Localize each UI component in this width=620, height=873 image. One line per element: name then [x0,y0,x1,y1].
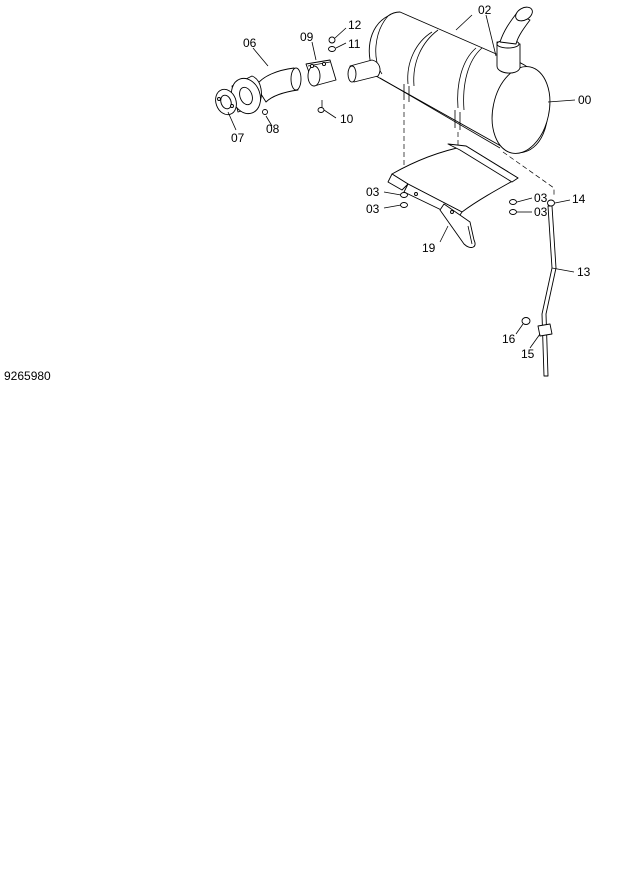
tailpipe [496,6,533,74]
muffler-inlet [347,59,381,83]
label-03-left-upper: 03 [366,185,380,199]
label-09: 09 [300,30,314,44]
clamp [305,59,337,87]
alignment-lines [403,104,555,196]
label-00: 00 [578,93,592,107]
nut-03-right-lower [509,209,517,215]
nut-12 [328,36,336,44]
leader-lines [227,14,576,349]
label-08: 08 [266,122,280,136]
label-03-right-lower: 03 [534,205,548,219]
label-03-left-lower: 03 [366,202,380,216]
rod-clamp [537,323,553,337]
label-19: 19 [422,241,436,255]
label-10: 10 [340,112,354,126]
label-13: 13 [577,265,591,279]
bolt-10 [317,100,325,113]
washer-11 [328,46,336,52]
label-11: 11 [348,37,361,51]
nut-03-left-lower [400,202,408,208]
nut-03-right-upper [509,199,517,205]
label-03-right-upper: 03 [534,191,548,205]
part-labels: 02 00 06 07 08 09 10 11 12 03 03 03 03 1… [4,3,592,383]
nut-14 [547,199,555,207]
label-14: 14 [572,192,586,206]
label-15: 15 [521,347,535,361]
label-12: 12 [348,18,362,32]
bolt-16 [521,317,531,325]
nut-08 [262,109,268,115]
muffler-body [368,11,551,154]
nut-03-left-upper [400,192,408,198]
exhaust-pipe [231,67,302,115]
label-16: 16 [502,332,516,346]
drawing-number: 9265980 [4,369,51,383]
label-06: 06 [243,36,257,50]
label-07: 07 [231,131,245,145]
heat-shield [387,143,519,248]
label-02: 02 [478,3,492,17]
support-rod [541,205,557,377]
gasket [215,88,237,116]
